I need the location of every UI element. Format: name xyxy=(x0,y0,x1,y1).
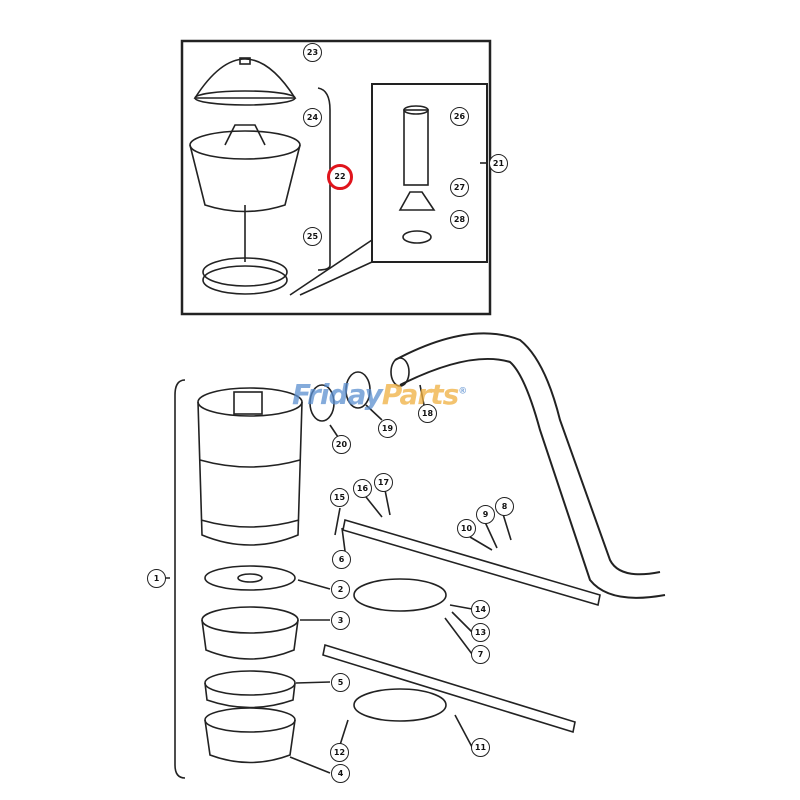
watermark-text-a: Friday xyxy=(292,378,383,411)
bracket-22 xyxy=(317,87,331,271)
part-2-plate xyxy=(204,565,296,591)
callout-12: 12 xyxy=(330,743,349,762)
part-27-cone xyxy=(398,191,436,211)
callout-1: 1 xyxy=(147,569,166,588)
inset-frame xyxy=(180,39,492,316)
callout-21: 21 xyxy=(489,154,508,173)
callout-3: 3 xyxy=(331,611,350,630)
part-11-bar xyxy=(322,643,576,734)
leader-lines xyxy=(289,239,373,296)
callout-26: 26 xyxy=(450,107,469,126)
part-19-hose xyxy=(345,371,371,409)
callout-27: 27 xyxy=(450,178,469,197)
callout-6: 6 xyxy=(332,550,351,569)
part-20-clamp xyxy=(309,384,335,422)
callout-5: 5 xyxy=(331,673,350,692)
callout-22-highlighted: 22 xyxy=(327,164,353,190)
callout-7: 7 xyxy=(471,645,490,664)
callout-19: 19 xyxy=(378,419,397,438)
callout-8: 8 xyxy=(495,497,514,516)
callout-10: 10 xyxy=(457,519,476,538)
callout-28: 28 xyxy=(450,210,469,229)
part-26-tube xyxy=(403,109,429,186)
callout-24: 24 xyxy=(303,108,322,127)
callout-13: 13 xyxy=(471,623,490,642)
part-25-base xyxy=(202,257,288,287)
part-23-cover xyxy=(193,58,297,99)
part-28-clamp xyxy=(402,230,432,244)
callout-17: 17 xyxy=(374,473,393,492)
callout-16: 16 xyxy=(353,479,372,498)
part-11-strap xyxy=(353,688,447,722)
part-6-bar xyxy=(342,518,601,607)
callout-4: 4 xyxy=(331,764,350,783)
part-5-band xyxy=(204,670,296,696)
callout-18: 18 xyxy=(418,404,437,423)
bracket-1 xyxy=(174,379,186,779)
watermark-logo: FridayParts® xyxy=(292,378,467,411)
callout-15: 15 xyxy=(330,488,349,507)
watermark-mark: ® xyxy=(458,386,467,397)
part-7-strap xyxy=(353,578,447,612)
callout-2: 2 xyxy=(331,580,350,599)
part-4-cup xyxy=(204,719,296,764)
callout-20: 20 xyxy=(332,435,351,454)
callout-9: 9 xyxy=(476,505,495,524)
callout-14: 14 xyxy=(471,600,490,619)
part-18-pipe xyxy=(394,332,666,599)
callout-11: 11 xyxy=(471,738,490,757)
part-24-bowl xyxy=(189,130,301,160)
callout-23: 23 xyxy=(303,43,322,62)
callout-25: 25 xyxy=(303,227,322,246)
inset-subframe xyxy=(371,83,488,263)
part-3-ring xyxy=(201,606,299,634)
